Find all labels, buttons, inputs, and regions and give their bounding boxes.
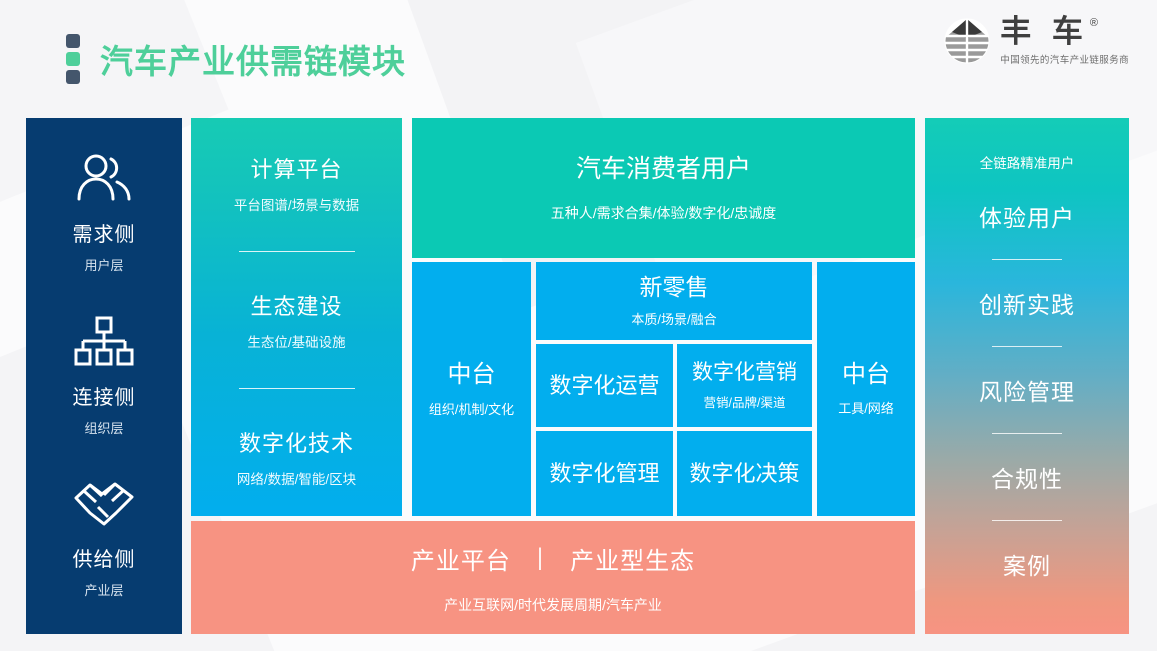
digital-management-box[interactable]: 数字化管理 (536, 431, 673, 516)
tech-item-subtitle: 网络/数据/智能/区块 (236, 471, 357, 487)
page-title-group: 汽车产业供需链模块 (66, 34, 406, 84)
pillar-title: 连接侧 (72, 387, 136, 410)
tech-divider (238, 387, 355, 389)
box-title: 数字化决策 (689, 460, 800, 486)
tech-item-subtitle: 生态位/基础设施 (247, 334, 346, 350)
marker-dot-middle (66, 52, 80, 66)
outcome-item-compliance[interactable]: 合规性 (991, 466, 1063, 492)
title-marker-dots (66, 34, 80, 84)
box-title: 中台 (842, 361, 890, 389)
logo-text: 丰 车 ® 中国领先的汽车产业链服务商 (1000, 16, 1129, 66)
tech-item-subtitle: 平台图谱/场景与数据 (233, 198, 360, 214)
industry-platform-label: 产业平台 (410, 547, 511, 575)
pillar-title: 需求侧 (72, 224, 136, 247)
outcome-item-risk-management[interactable]: 风险管理 (979, 379, 1075, 405)
midplatform-left-box[interactable]: 中台 组织/机制/文化 (412, 262, 531, 516)
outcomes-lead-label: 全链路精准用户 (979, 156, 1075, 171)
box-subtitle: 组织/机制/文化 (428, 401, 515, 417)
technology-column: 计算平台 平台图谱/场景与数据 生态建设 生态位/基础设施 数字化技术 网络/数… (191, 118, 402, 516)
outcome-item-innovation-practice[interactable]: 创新实践 (979, 292, 1075, 318)
logo-name: 丰 车 (1000, 14, 1089, 49)
handshake-icon (72, 480, 136, 533)
outcome-divider (992, 433, 1062, 434)
digital-operation-box[interactable]: 数字化运营 (536, 344, 673, 427)
outcome-item-experience-user[interactable]: 体验用户 (979, 205, 1075, 231)
new-retail-box[interactable]: 新零售 本质/场景/融合 (536, 262, 812, 340)
industry-separator: | (536, 544, 545, 572)
tech-item-title: 生态建设 (250, 293, 343, 319)
midplatform-right-box[interactable]: 中台 工具/网络 (817, 262, 915, 516)
logo-tagline: 中国领先的汽车产业链服务商 (1000, 55, 1129, 66)
pillar-subtitle: 用户层 (84, 258, 124, 274)
outcome-divider (992, 520, 1062, 521)
side-pillars-column: 需求侧 用户层 连接侧 组织层 (26, 118, 182, 634)
box-title: 中台 (447, 360, 496, 388)
box-title: 数字化管理 (549, 460, 660, 486)
outcome-item-case[interactable]: 案例 (1003, 553, 1051, 579)
marker-dot-top (66, 34, 80, 48)
digital-decision-box[interactable]: 数字化决策 (677, 431, 812, 516)
tech-item-title: 数字化技术 (238, 430, 354, 456)
box-title: 数字化运营 (549, 372, 660, 398)
registered-mark-icon: ® (1089, 17, 1099, 29)
pillar-subtitle: 产业层 (84, 582, 124, 598)
tech-item-computing-platform[interactable]: 计算平台 平台图谱/场景与数据 (191, 152, 402, 214)
logo-name-row: 丰 车 ® (1000, 16, 1098, 47)
industry-platform-box[interactable]: 产业平台 | 产业型生态 产业互联网/时代发展周期/汽车产业 (191, 521, 915, 634)
tech-item-title: 计算平台 (250, 157, 343, 183)
pillar-demand-side[interactable]: 需求侧 用户层 (73, 153, 136, 274)
pillar-supply-side[interactable]: 供给侧 产业层 (72, 480, 136, 599)
tech-item-digital-technology[interactable]: 数字化技术 网络/数据/智能/区块 (191, 426, 402, 488)
box-subtitle: 本质/场景/融合 (631, 312, 717, 328)
pillar-subtitle: 组织层 (84, 421, 124, 437)
outcome-divider (992, 259, 1062, 260)
tech-item-ecosystem[interactable]: 生态建设 生态位/基础设施 (191, 289, 402, 351)
page-title: 汽车产业供需链模块 (100, 43, 406, 80)
slide-header: 汽车产业供需链模块 (0, 0, 1157, 108)
pillar-title: 供给侧 (72, 548, 136, 571)
industry-subtitle: 产业互联网/时代发展周期/汽车产业 (444, 596, 662, 613)
box-subtitle: 工具/网络 (838, 401, 894, 417)
tech-divider (238, 251, 355, 253)
digital-marketing-box[interactable]: 数字化营销 营销/品牌/渠道 (677, 344, 812, 427)
box-title: 数字化营销 (692, 361, 797, 385)
marker-dot-bottom (66, 70, 80, 84)
users-icon (75, 153, 133, 208)
outcome-divider (992, 346, 1062, 347)
auto-consumer-subtitle: 五种人/需求合集/体验/数字化/忠诚度 (550, 205, 777, 222)
industry-title-row: 产业平台 | 产业型生态 (411, 541, 695, 576)
outcomes-column: 全链路精准用户 体验用户 创新实践 风险管理 合规性 案例 (925, 118, 1129, 634)
pillar-connection-side[interactable]: 连接侧 组织层 (73, 316, 136, 437)
org-chart-icon (74, 316, 134, 371)
wheat-emblem-icon (942, 16, 992, 66)
brand-logo: 丰 车 ® 中国领先的汽车产业链服务商 (942, 16, 1129, 66)
box-title: 新零售 (639, 273, 709, 300)
auto-consumer-title: 汽车消费者用户 (575, 154, 751, 183)
industry-ecosystem-label: 产业型生态 (570, 547, 696, 575)
auto-consumer-box[interactable]: 汽车消费者用户 五种人/需求合集/体验/数字化/忠诚度 (412, 118, 915, 258)
box-subtitle: 营销/品牌/渠道 (703, 395, 786, 410)
